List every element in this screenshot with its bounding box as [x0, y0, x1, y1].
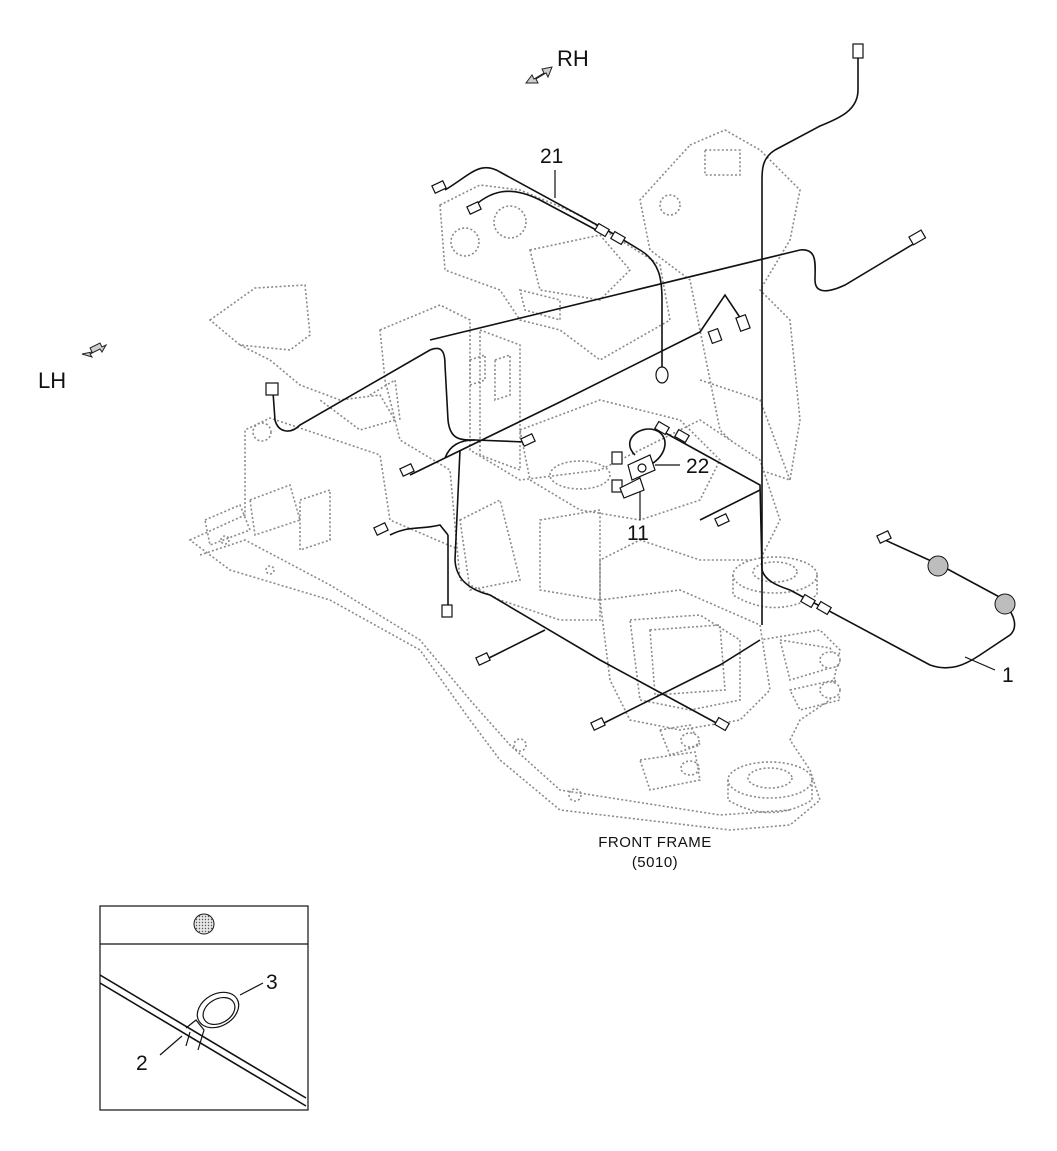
rh-direction-arrow-icon	[525, 66, 553, 84]
harness-clips	[265, 43, 927, 732]
leader-lines	[554, 170, 996, 671]
detail-inset	[99, 905, 309, 1111]
grommet-marker	[927, 555, 949, 577]
lh-direction-label: LH	[38, 368, 66, 393]
grommet-legend-icon	[193, 913, 215, 935]
callout-21: 21	[540, 145, 563, 168]
callout-22: 22	[686, 455, 709, 478]
frame-caption-code: (5010)	[632, 854, 678, 871]
lh-direction-arrow-icon	[81, 342, 108, 358]
front-frame-outline	[188, 129, 842, 831]
callout-11: 11	[627, 522, 649, 545]
frame-caption-title: FRONT FRAME	[598, 834, 712, 851]
grommet-marker	[994, 593, 1016, 615]
callout-1: 1	[1002, 664, 1014, 687]
rh-direction-label: RH	[557, 46, 589, 71]
callout-2: 2	[136, 1052, 148, 1075]
callout-3: 3	[266, 971, 278, 994]
